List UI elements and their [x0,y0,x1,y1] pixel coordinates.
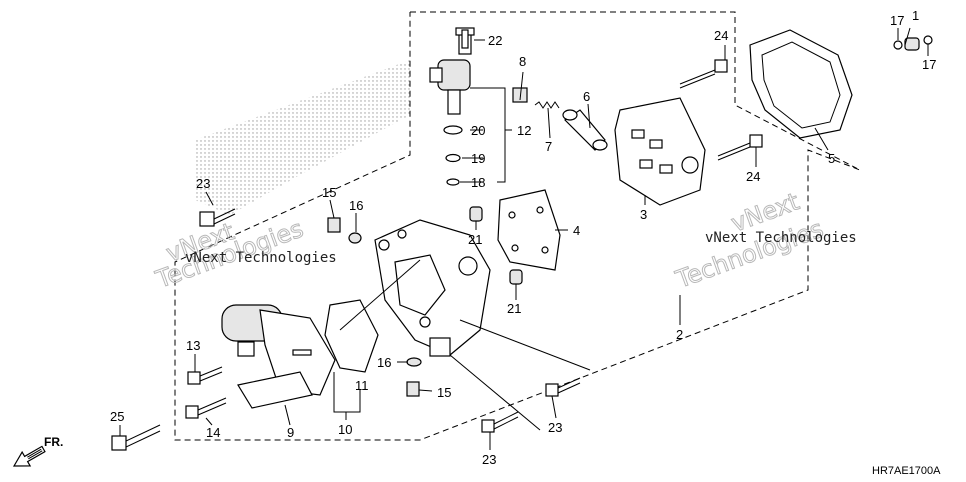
fr-label: FR. [44,435,63,449]
spool-valve [562,109,608,151]
bolt-25 [111,424,161,451]
separator-plate [497,189,561,271]
bolt-23-lower-centre [481,411,519,433]
callout-23-upper: 23 [196,176,210,191]
callout-3: 3 [640,207,647,222]
callout-17-upper: 17 [890,13,904,28]
callout-13: 13 [186,338,200,353]
callout-21-lower: 21 [507,301,521,316]
solenoid-assembly [429,27,475,186]
callout-6: 6 [583,89,590,104]
callout-1: 1 [912,8,919,23]
callout-15-lower: 15 [437,385,451,400]
callout-labels: 1 2 3 4 5 6 7 8 9 10 11 12 13 14 15 15 1… [110,8,936,467]
callout-9: 9 [287,425,294,440]
callout-2: 2 [676,327,683,342]
callout-16-lower: 16 [377,355,391,370]
callout-10: 10 [338,422,352,437]
bolt-15-upper [327,217,341,233]
watermark-right: vNext Technologies [705,230,857,246]
bolt-22 [461,29,469,49]
callout-17-lower: 17 [922,57,936,72]
callout-18: 18 [471,175,485,190]
callout-12: 12 [517,123,531,138]
bolt-23-upper [199,208,236,227]
bolt-24-upper [679,59,728,89]
retainer [512,87,528,103]
assembly-boundary [174,11,861,441]
pin-upper [469,206,483,222]
bolt-23-lower-right [545,377,581,397]
callout-15-upper: 15 [322,185,336,200]
linear-solenoid [221,304,336,396]
bolt-14 [185,397,227,419]
callout-19: 19 [471,151,485,166]
callout-25: 25 [110,409,124,424]
valve-body [374,219,491,357]
washer-16-upper [348,232,362,244]
spring [534,101,560,109]
leader-lines [119,27,929,450]
callout-11: 11 [355,378,369,393]
washer-16-lower [406,357,422,367]
bolt-24-lower [717,134,763,161]
solenoid-gasket [324,299,379,373]
callout-7: 7 [545,139,552,154]
callout-8: 8 [519,54,526,69]
valve-cover [614,97,706,206]
shaded-region [195,60,410,215]
bracket [237,371,313,409]
callout-24-upper: 24 [714,28,728,43]
callout-22: 22 [488,33,502,48]
callout-5: 5 [828,151,835,166]
pin-lower [509,269,523,285]
fr-direction-arrow [12,445,46,467]
bolt-13 [187,366,223,385]
plug [904,37,920,51]
gasket [749,29,853,139]
callout-14: 14 [206,425,220,440]
callout-4: 4 [573,223,580,238]
callout-16-upper: 16 [349,198,363,213]
callout-20: 20 [471,123,485,138]
callout-21-upper: 21 [468,232,482,247]
diagram-code: HR7AE1700A [872,465,941,477]
bolt-15-lower [406,381,420,397]
callout-24-lower: 24 [746,169,760,184]
callout-23-lower-centre: 23 [482,452,496,467]
watermark-left: vNext Technologies [185,250,337,266]
callout-23-lower-right: 23 [548,420,562,435]
